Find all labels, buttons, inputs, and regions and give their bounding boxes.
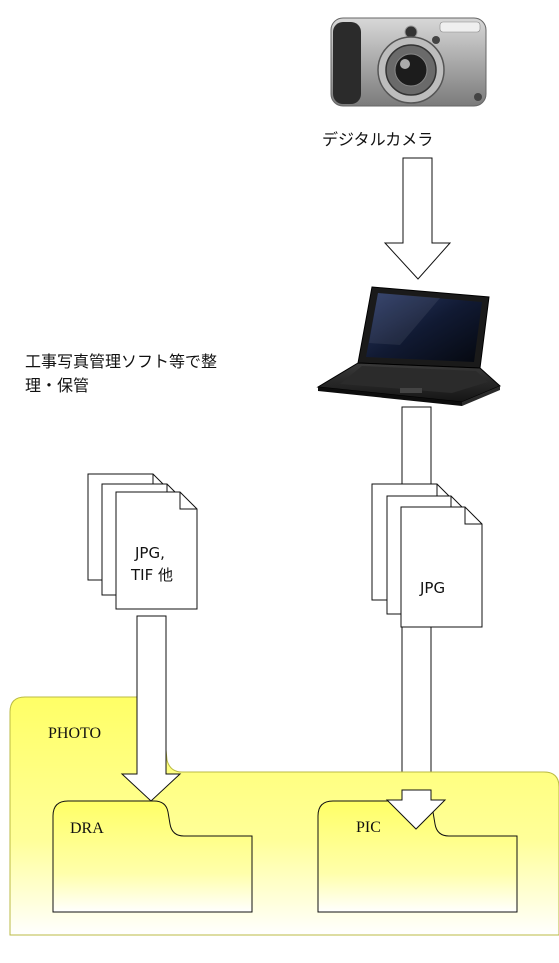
pic-folder-label: PIC [356, 819, 381, 836]
dra-folder-label: DRA [70, 820, 104, 837]
arrow-camera-to-laptop [383, 157, 452, 280]
photo-folder-label: PHOTO [48, 725, 101, 742]
software-note-line2: 理・保管 [25, 376, 90, 395]
files-left-label-line1: JPG, [134, 544, 165, 562]
software-note: 工事写真管理ソフト等で整 理・保管 [25, 350, 217, 398]
camera-icon [330, 17, 487, 107]
document-stack-left [87, 473, 198, 610]
files-right-label: JPG [419, 579, 445, 597]
arrow-laptop-to-pic-head [385, 789, 447, 830]
camera-label: デジタルカメラ [322, 130, 433, 149]
files-left-label-line2: TIF 他 [130, 566, 173, 584]
dra-folder [52, 800, 253, 913]
software-note-line1: 工事写真管理ソフト等で整 [25, 352, 218, 371]
laptop-icon [316, 286, 501, 406]
arrow-files-to-dra [120, 615, 182, 802]
document-stack-right [371, 483, 483, 628]
